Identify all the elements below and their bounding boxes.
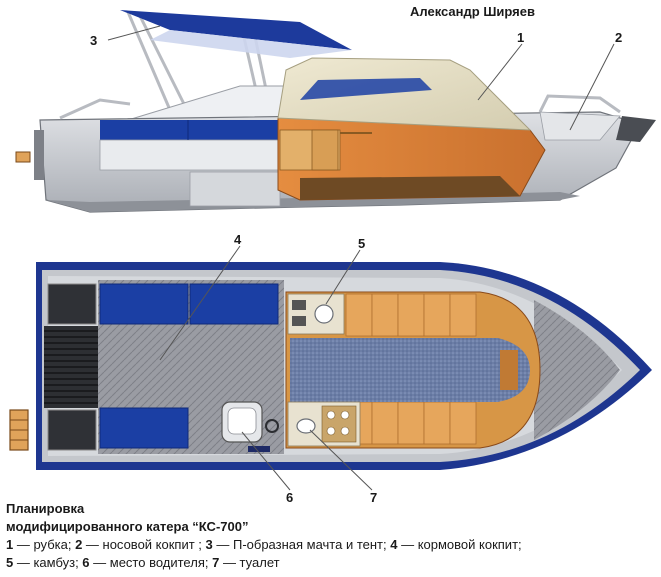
- legend-text: — носовой кокпит ;: [82, 537, 206, 552]
- top-view: 4 5 6 7: [9, 232, 652, 505]
- aft-cushion-top: [100, 120, 278, 140]
- callout-6: 6: [286, 490, 293, 505]
- legend-number: 6: [82, 555, 90, 570]
- side-view: 3 1 2: [15, 10, 656, 213]
- callout-7: 7: [370, 490, 377, 505]
- aft-locker-lower: [47, 409, 97, 451]
- galley-sink: [314, 304, 334, 324]
- callout-4: 4: [234, 232, 242, 247]
- toilet-bowl: [296, 418, 316, 434]
- legend-number: 1: [6, 537, 14, 552]
- engine-grate: [44, 326, 98, 408]
- legend-number: 4: [390, 537, 398, 552]
- steering-wheel: [265, 419, 279, 433]
- toilet-shelf: [321, 405, 357, 443]
- caption-legend-line1: 1 — рубка; 2 — носовой кокпит ; 3 — П-об…: [6, 536, 656, 554]
- legend-text: — рубка;: [13, 537, 76, 552]
- canopy-tent: [120, 10, 352, 50]
- bow-railing: [538, 94, 621, 114]
- callout-5: 5: [358, 236, 365, 251]
- swim-ladder: [15, 151, 31, 163]
- windshield: [127, 85, 289, 121]
- callout-3: 3: [90, 33, 97, 48]
- bow-tip: [616, 116, 656, 142]
- caption-title-line2: модифицированного катера “КС-700”: [6, 519, 249, 534]
- legend-text: — туалет: [219, 555, 280, 570]
- legend-text: — место водителя;: [89, 555, 213, 570]
- bow-deck: [534, 300, 620, 440]
- aft-locker-upper: [47, 283, 97, 325]
- figure-caption: Планировка модифицированного катера “КС-…: [6, 500, 656, 572]
- caption-title-line1: Планировка: [6, 501, 85, 516]
- callout-2: 2: [615, 30, 622, 45]
- callout-1: 1: [517, 30, 524, 45]
- cabin-roof: [277, 57, 532, 131]
- legend-number: 5: [6, 555, 14, 570]
- aft-bench-lower: [99, 407, 189, 449]
- legend-text: — П-образная мачта и тент;: [212, 537, 391, 552]
- author-name: Александр Ширяев: [410, 4, 535, 19]
- aft-bench-upper-right: [189, 283, 279, 325]
- legend-number: 3: [205, 537, 213, 552]
- legend-number: 2: [75, 537, 83, 552]
- v-berth-cushions: [345, 293, 477, 445]
- aft-bench-upper-left: [99, 283, 189, 325]
- legend-text: — кормовой кокпит;: [397, 537, 522, 552]
- legend-text: — камбуз;: [13, 555, 83, 570]
- legend-number: 7: [212, 555, 220, 570]
- cabin-window: [300, 78, 432, 100]
- caption-legend-line2: 5 — камбуз; 6 — место водителя; 7 — туал…: [6, 554, 656, 572]
- cabin-carpet: [290, 338, 530, 402]
